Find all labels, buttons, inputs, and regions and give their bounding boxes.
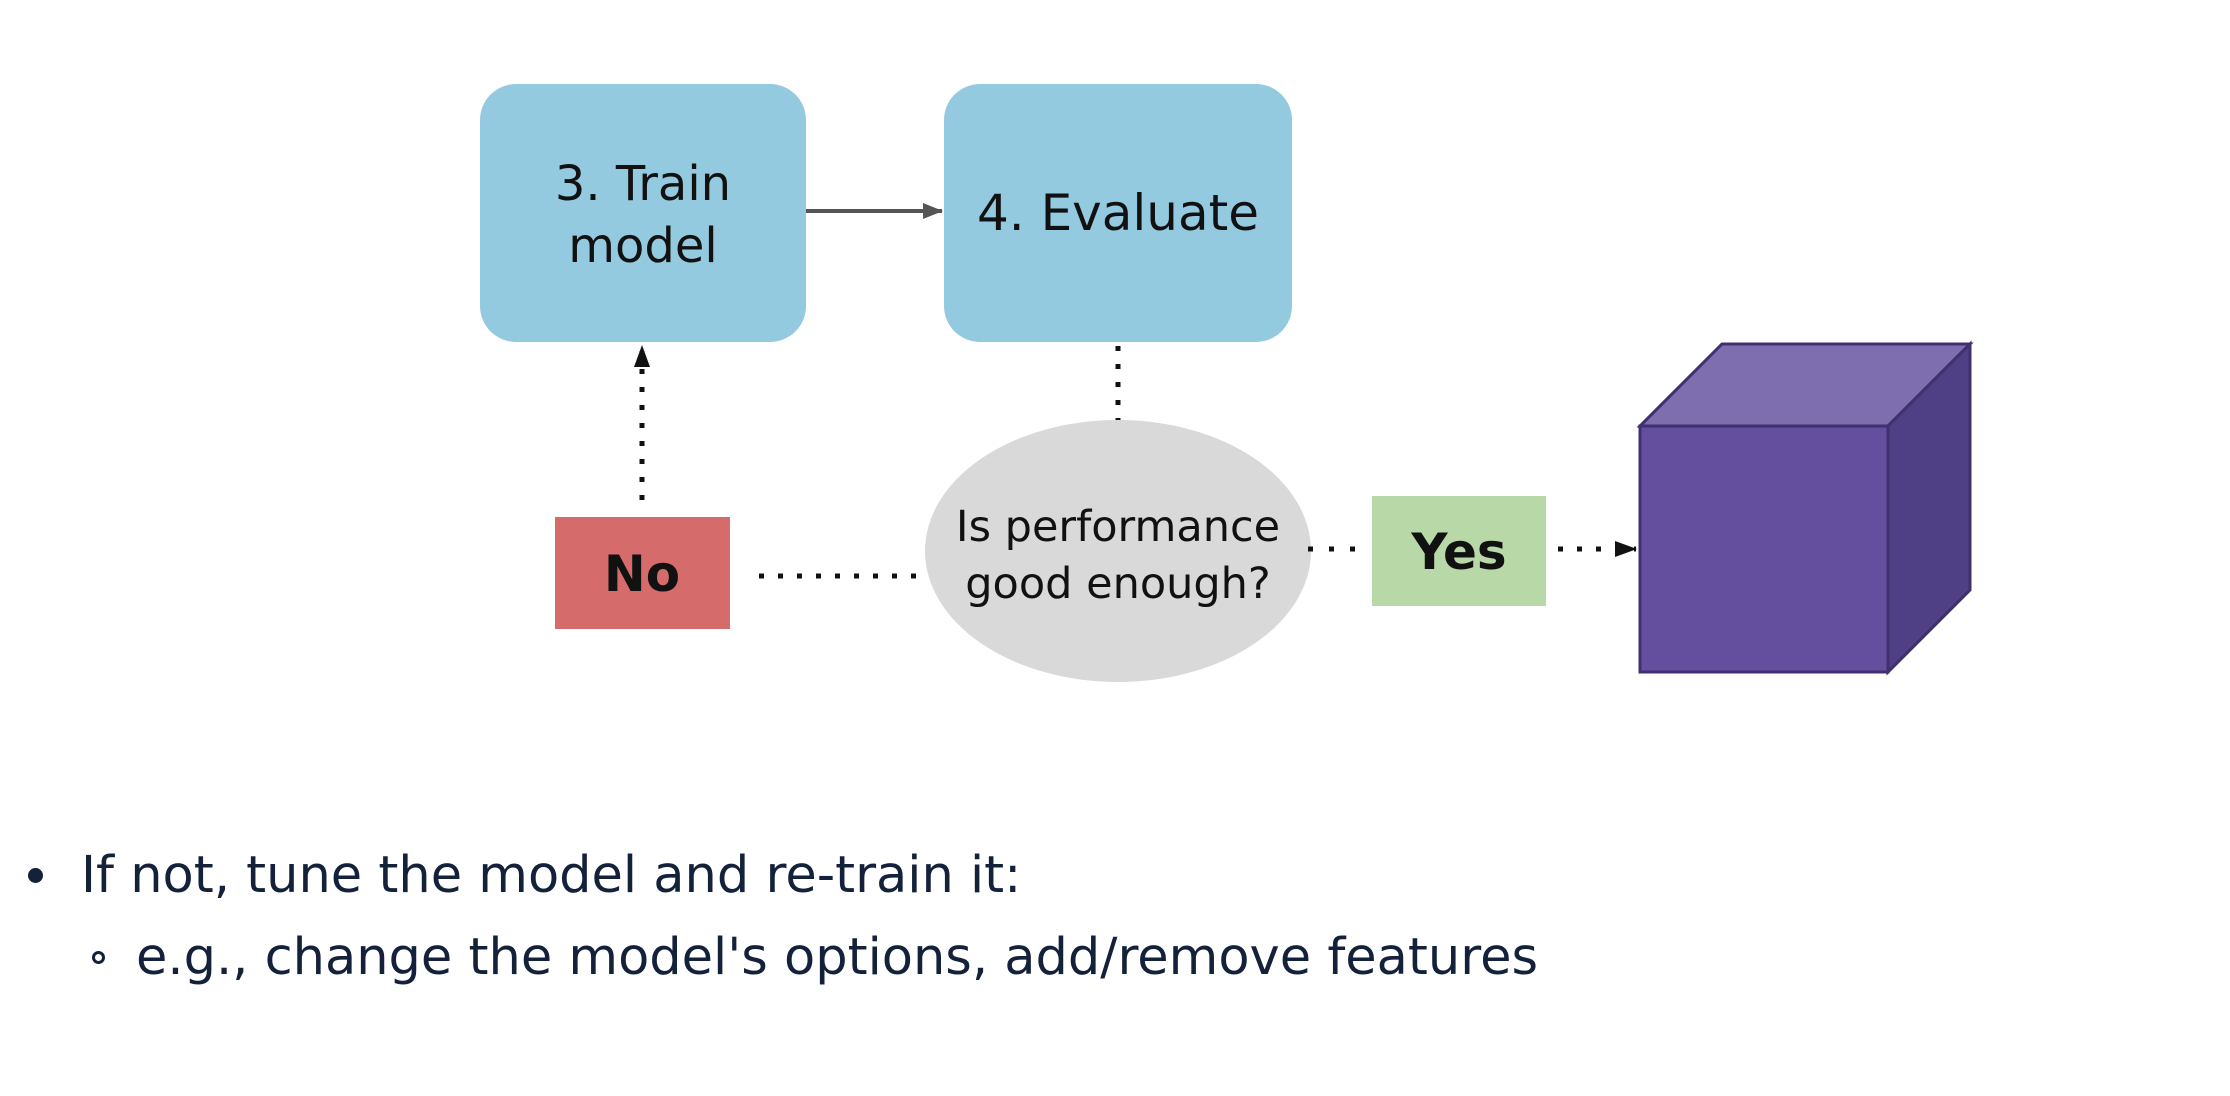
decision-label-line1: Is performance xyxy=(956,502,1280,552)
decision-ellipse xyxy=(925,420,1311,682)
bullet-text-retrain: If not, tune the model and re-train it: xyxy=(81,845,1022,905)
bullet-dot-icon xyxy=(28,867,43,883)
sub-bullet-text-examples: e.g., change the model's options, add/re… xyxy=(136,927,1539,987)
cube-front-face xyxy=(1638,424,1890,674)
train-model-box xyxy=(480,84,806,342)
no-label: No xyxy=(604,545,680,603)
decision-node: Is performance good enough? xyxy=(925,420,1311,682)
sub-bullet-circle-icon xyxy=(92,950,105,964)
evaluate-step: 4. Evaluate xyxy=(944,84,1292,342)
final-model-cube-icon xyxy=(1636,340,1974,676)
evaluate-box xyxy=(944,84,1292,342)
no-box xyxy=(555,517,730,629)
yes-label: Yes xyxy=(1410,523,1506,581)
no-outcome: No xyxy=(555,517,730,629)
yes-box xyxy=(1372,496,1546,606)
sub-bullet-item-examples: e.g., change the model's options, add/re… xyxy=(92,922,1538,992)
yes-outcome: Yes xyxy=(1372,496,1546,606)
evaluate-label: 4. Evaluate xyxy=(977,184,1259,242)
decision-label-line2: good enough? xyxy=(965,559,1271,609)
workflow-diagram: 3. Train model 4. Evaluate Is performanc… xyxy=(480,84,1974,682)
train-model-label-line1: 3. Train xyxy=(555,156,731,212)
bullet-item-retrain: If not, tune the model and re-train it: xyxy=(28,840,1021,910)
train-model-step: 3. Train model xyxy=(480,84,806,342)
train-model-label-line2: model xyxy=(568,218,717,274)
